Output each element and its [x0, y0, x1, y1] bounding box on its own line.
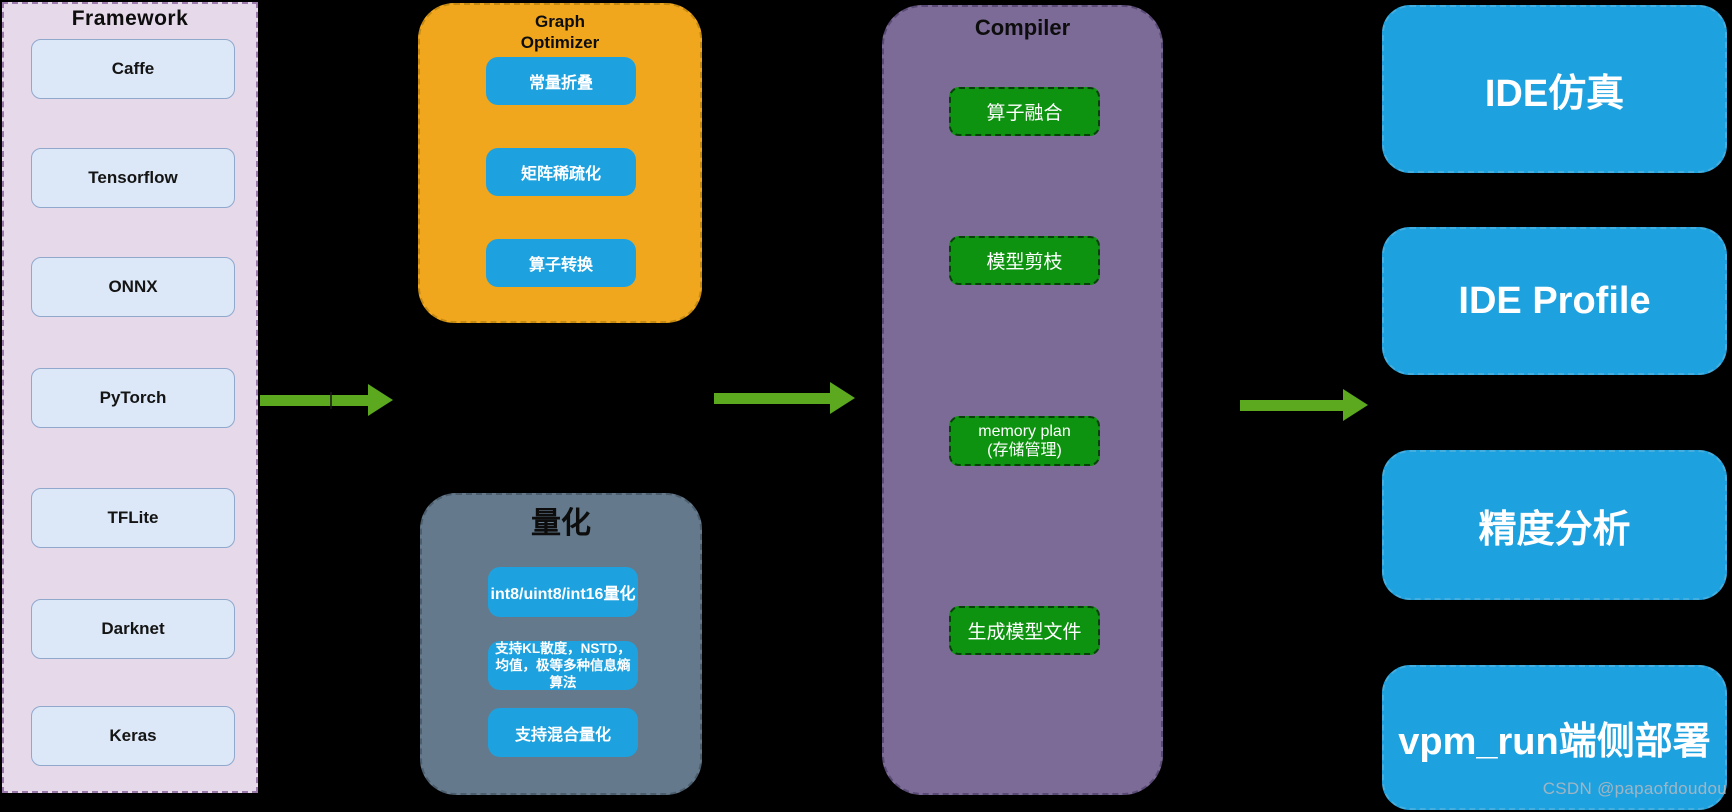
csdn-watermark: CSDN @papaofdoudou	[1542, 779, 1727, 798]
output-box-ide-simulation: IDE仿真	[1382, 5, 1727, 173]
compiler-item-memory-plan: memory plan (存储管理)	[949, 416, 1100, 466]
arrow-head	[368, 384, 393, 416]
compiler-title: Compiler	[974, 15, 1071, 40]
framework-item-darknet: Darknet	[31, 599, 235, 659]
graph-optimizer-title: Graph Optimizer	[520, 12, 600, 52]
framework-title: Framework	[71, 7, 189, 30]
quantization-item-algorithms: 支持KL散度，NSTD，均值，极等多种信息熵算法	[488, 641, 638, 690]
arrow-compiler-to-outputs-icon	[1240, 389, 1368, 421]
connector-tick	[330, 391, 332, 409]
framework-item-pytorch: PyTorch	[31, 368, 235, 428]
output-box-accuracy: 精度分析	[1382, 450, 1727, 600]
quantization-title: 量化	[531, 507, 591, 540]
compiler-panel: Compiler 算子融合 模型剪枝 memory plan (存储管理) 生成…	[882, 5, 1163, 795]
output-box-ide-profile: IDE Profile	[1382, 227, 1727, 375]
optimizer-item-operator-conversion: 算子转换	[486, 239, 636, 287]
output-box-vpm-run-deploy: vpm_run端侧部署	[1382, 665, 1727, 810]
arrow-optimizer-to-compiler-icon	[714, 382, 855, 414]
arrow-head	[830, 382, 855, 414]
framework-item-tflite: TFLite	[31, 488, 235, 548]
framework-item-caffe: Caffe	[31, 39, 235, 99]
framework-item-onnx: ONNX	[31, 257, 235, 317]
optimizer-item-constant-folding: 常量折叠	[486, 57, 636, 105]
quantization-panel: 量化 int8/uint8/int16量化 支持KL散度，NSTD，均值，极等多…	[420, 493, 702, 795]
quantization-item-mixed: 支持混合量化	[488, 708, 638, 757]
graph-optimizer-panel: Graph Optimizer 常量折叠 矩阵稀疏化 算子转换	[418, 3, 702, 323]
compiler-item-generate-model: 生成模型文件	[949, 606, 1100, 655]
framework-item-keras: Keras	[31, 706, 235, 766]
compiler-item-model-pruning: 模型剪枝	[949, 236, 1100, 285]
arrow-head	[1343, 389, 1368, 421]
framework-panel: Framework Caffe Tensorflow ONNX PyTorch …	[2, 2, 258, 793]
arrow-shaft	[260, 391, 368, 409]
arrow-shaft	[1240, 399, 1343, 411]
optimizer-item-matrix-sparsification: 矩阵稀疏化	[486, 148, 636, 196]
framework-item-tensorflow: Tensorflow	[31, 148, 235, 208]
quantization-item-int-types: int8/uint8/int16量化	[488, 567, 638, 617]
arrow-shaft	[714, 392, 830, 404]
arrow-framework-to-optimizer-icon	[260, 384, 393, 416]
compiler-item-operator-fusion: 算子融合	[949, 87, 1100, 136]
